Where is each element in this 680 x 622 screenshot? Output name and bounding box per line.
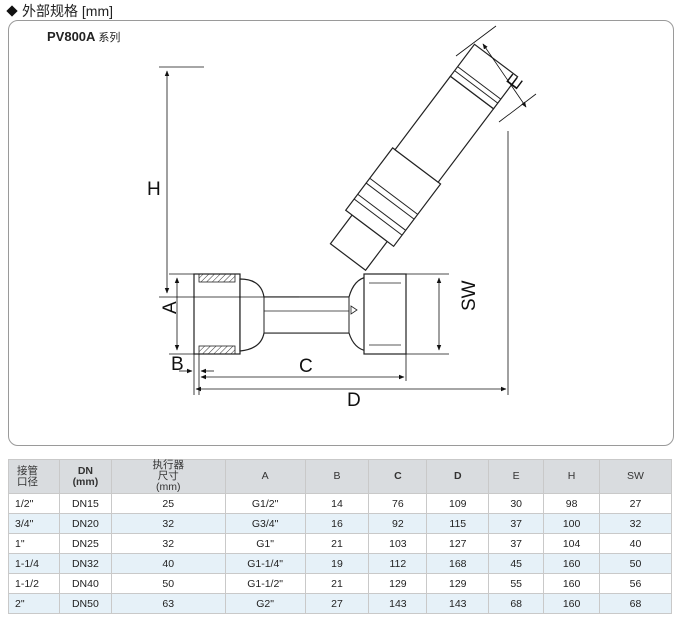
cell-sw: 56 xyxy=(599,573,672,594)
cell-c: 129 xyxy=(368,573,428,594)
cell-actuator: 63 xyxy=(110,593,226,614)
cell-actuator: 40 xyxy=(110,553,226,574)
header-h: H xyxy=(543,459,601,494)
header-b: B xyxy=(304,459,370,494)
cell-h: 98 xyxy=(543,493,601,514)
cell-c: 92 xyxy=(368,513,428,534)
cell-d: 168 xyxy=(426,553,490,574)
cell-actuator: 32 xyxy=(110,513,226,534)
cell-sw: 50 xyxy=(599,553,672,574)
cell-size: 1" xyxy=(8,533,60,554)
cell-a: G1-1/2" xyxy=(224,573,306,594)
cell-b: 21 xyxy=(304,533,370,554)
cell-e: 30 xyxy=(488,493,545,514)
header-dn: DN (mm) xyxy=(58,459,112,494)
cell-sw: 68 xyxy=(599,593,672,614)
cell-e: 37 xyxy=(488,513,545,534)
header-e: E xyxy=(488,459,545,494)
cell-b: 27 xyxy=(304,593,370,614)
dimension-label-sw: SW xyxy=(459,280,480,311)
cell-a: G1" xyxy=(224,533,306,554)
cell-dn: DN15 xyxy=(58,493,112,514)
cell-d: 109 xyxy=(426,493,490,514)
cell-size: 1/2" xyxy=(8,493,60,514)
cell-dn: DN25 xyxy=(58,533,112,554)
cell-b: 16 xyxy=(304,513,370,534)
header-actuator: 执行器 尺寸 (mm) xyxy=(110,459,226,494)
cell-e: 68 xyxy=(488,593,545,614)
cell-h: 160 xyxy=(543,553,601,574)
table-row: 3/4" DN20 32 G3/4" 16 92 115 37 100 32 xyxy=(8,513,672,534)
cell-sw: 32 xyxy=(599,513,672,534)
cell-actuator: 32 xyxy=(110,533,226,554)
cell-dn: DN32 xyxy=(58,553,112,574)
dimension-label-h: H xyxy=(147,179,161,200)
cell-size: 1-1/2 xyxy=(8,573,60,594)
cell-h: 104 xyxy=(543,533,601,554)
cell-dn: DN40 xyxy=(58,573,112,594)
cell-d: 127 xyxy=(426,533,490,554)
cell-dn: DN20 xyxy=(58,513,112,534)
series-suffix: 系列 xyxy=(98,32,121,44)
cell-e: 55 xyxy=(488,573,545,594)
valve-technical-drawing: H E A SW B C D xyxy=(147,25,537,411)
spec-table-header: 接管 口径 DN (mm) 执行器 尺寸 (mm) A B C D E H SW xyxy=(8,459,672,494)
cell-b: 19 xyxy=(304,553,370,574)
cell-sw: 27 xyxy=(599,493,672,514)
spec-table: 接管 口径 DN (mm) 执行器 尺寸 (mm) A B C D E H SW… xyxy=(8,459,672,614)
cell-size: 1-1/4 xyxy=(8,553,60,574)
cell-h: 100 xyxy=(543,513,601,534)
header-c: C xyxy=(368,459,428,494)
cell-dn: DN50 xyxy=(58,593,112,614)
valve-actuator xyxy=(329,43,519,272)
header-d: D xyxy=(426,459,490,494)
table-row: 1/2" DN15 25 G1/2" 14 76 109 30 98 27 xyxy=(8,493,672,514)
section-heading-text: 外部规格 [mm] xyxy=(22,3,113,19)
header-a: A xyxy=(224,459,306,494)
cell-c: 112 xyxy=(368,553,428,574)
cell-c: 76 xyxy=(368,493,428,514)
table-row: 1" DN25 32 G1" 21 103 127 37 104 40 xyxy=(8,533,672,554)
cell-d: 129 xyxy=(426,573,490,594)
cell-size: 3/4" xyxy=(8,513,60,534)
table-row: 1-1/2 DN40 50 G1-1/2" 21 129 129 55 160 … xyxy=(8,573,672,594)
cell-c: 143 xyxy=(368,593,428,614)
cell-d: 115 xyxy=(426,513,490,534)
cell-h: 160 xyxy=(543,593,601,614)
cell-b: 14 xyxy=(304,493,370,514)
dimension-lines xyxy=(159,25,537,395)
header-sw: SW xyxy=(599,459,672,494)
cell-sw: 40 xyxy=(599,533,672,554)
series-code: PV800A xyxy=(47,29,96,44)
cell-e: 37 xyxy=(488,533,545,554)
table-row: 1-1/4 DN32 40 G1-1/4" 19 112 168 45 160 … xyxy=(8,553,672,574)
cell-actuator: 25 xyxy=(110,493,226,514)
dimension-label-b: B xyxy=(171,354,184,375)
header-size: 接管 口径 xyxy=(8,459,60,494)
dimension-label-a: A xyxy=(160,301,181,314)
section-heading: 外部规格 [mm] xyxy=(6,2,113,20)
dimension-label-d: D xyxy=(347,390,361,411)
cell-b: 21 xyxy=(304,573,370,594)
cell-size: 2" xyxy=(8,593,60,614)
cell-actuator: 50 xyxy=(110,573,226,594)
dimension-label-c: C xyxy=(299,356,313,377)
table-row: 2" DN50 63 G2" 27 143 143 68 160 68 xyxy=(8,593,672,614)
cell-a: G1/2" xyxy=(224,493,306,514)
valve-body xyxy=(193,273,407,355)
cell-h: 160 xyxy=(543,573,601,594)
cell-a: G2" xyxy=(224,593,306,614)
cell-a: G3/4" xyxy=(224,513,306,534)
diamond-bullet-icon xyxy=(6,5,18,17)
cell-c: 103 xyxy=(368,533,428,554)
cell-a: G1-1/4" xyxy=(224,553,306,574)
cell-e: 45 xyxy=(488,553,545,574)
cell-d: 143 xyxy=(426,593,490,614)
